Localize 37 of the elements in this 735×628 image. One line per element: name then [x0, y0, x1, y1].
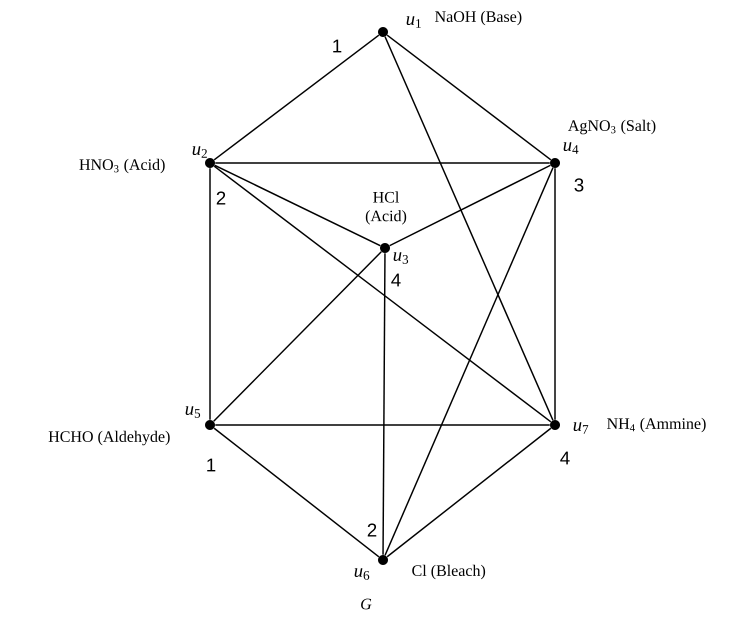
edge-line	[214, 34, 380, 160]
edge-line	[214, 166, 552, 422]
edge-line	[386, 428, 552, 558]
vertex-label: u$_{6}$	[354, 568, 370, 580]
vertex-name: NaOH (Base)	[435, 10, 522, 26]
vertex-label: u$_{5}$	[186, 406, 200, 418]
vertex-name: HNO$_{3}$ (Acid)	[79, 158, 165, 174]
edge-line	[215, 424, 550, 426]
edge-line	[384, 168, 554, 556]
edge-line	[386, 34, 552, 160]
edge-line	[214, 428, 380, 558]
vertex-label: u$_{1}$	[406, 16, 421, 28]
vertex-label: u$_{2}$	[192, 146, 207, 158]
color-number: 2	[368, 523, 376, 537]
color-number: 3	[574, 178, 584, 192]
edge-line	[389, 164, 551, 246]
vertex-label: u$_{3}$	[394, 252, 408, 264]
edge-line	[382, 253, 386, 555]
edge-line	[554, 168, 556, 420]
vertex-label: u$_{7}$	[574, 422, 588, 434]
edge-line	[209, 168, 211, 420]
edge-line	[384, 36, 554, 420]
edge-line	[214, 164, 381, 246]
vertex-name: AgNO$_{3}$ (Salt)	[568, 120, 656, 134]
edge-line	[213, 251, 382, 422]
vertex-name: HCl (Acid)	[366, 191, 406, 225]
edge-line	[215, 162, 550, 164]
color-number: 1	[333, 40, 342, 52]
vertex-label: u$_{4}$	[564, 142, 578, 154]
caption: G	[361, 598, 372, 610]
color-number: 1	[207, 458, 216, 472]
vertex-name: NH$_{4}$ (Ammine)	[607, 418, 706, 432]
color-number: 4	[560, 452, 570, 464]
color-number: 4	[391, 274, 401, 286]
vertex-name: HCHO (Aldehyde)	[48, 430, 170, 446]
color-number: 2	[216, 191, 226, 205]
vertex-name: Cl (Bleach)	[412, 564, 486, 580]
